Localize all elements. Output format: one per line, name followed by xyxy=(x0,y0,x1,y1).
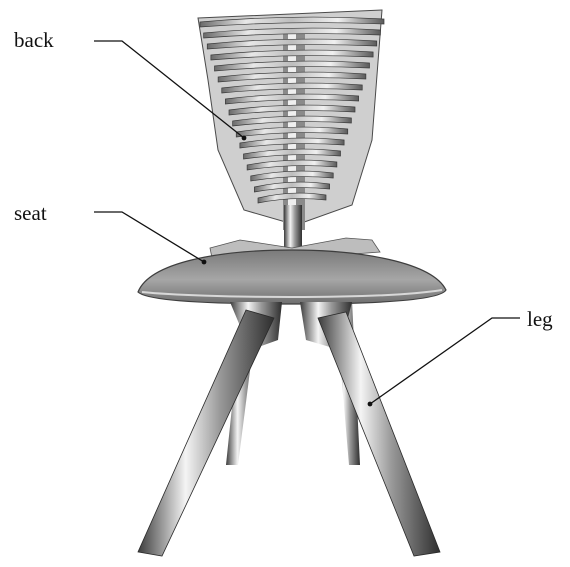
pointer-dot-seat xyxy=(202,260,207,265)
label-seat: seat xyxy=(14,201,47,225)
label-leg: leg xyxy=(527,307,553,331)
pointer-dot-back xyxy=(242,136,247,141)
chair-seat xyxy=(138,238,446,304)
chair-illustration xyxy=(138,10,446,556)
front-legs xyxy=(138,310,440,556)
label-back: back xyxy=(14,28,54,52)
callout-leg: leg xyxy=(368,307,554,406)
leader-leg xyxy=(370,318,520,404)
chair-back xyxy=(198,10,384,230)
pointer-dot-leg xyxy=(368,402,373,407)
back-post xyxy=(284,205,302,253)
leader-seat xyxy=(94,212,204,262)
callout-seat: seat xyxy=(14,201,206,264)
